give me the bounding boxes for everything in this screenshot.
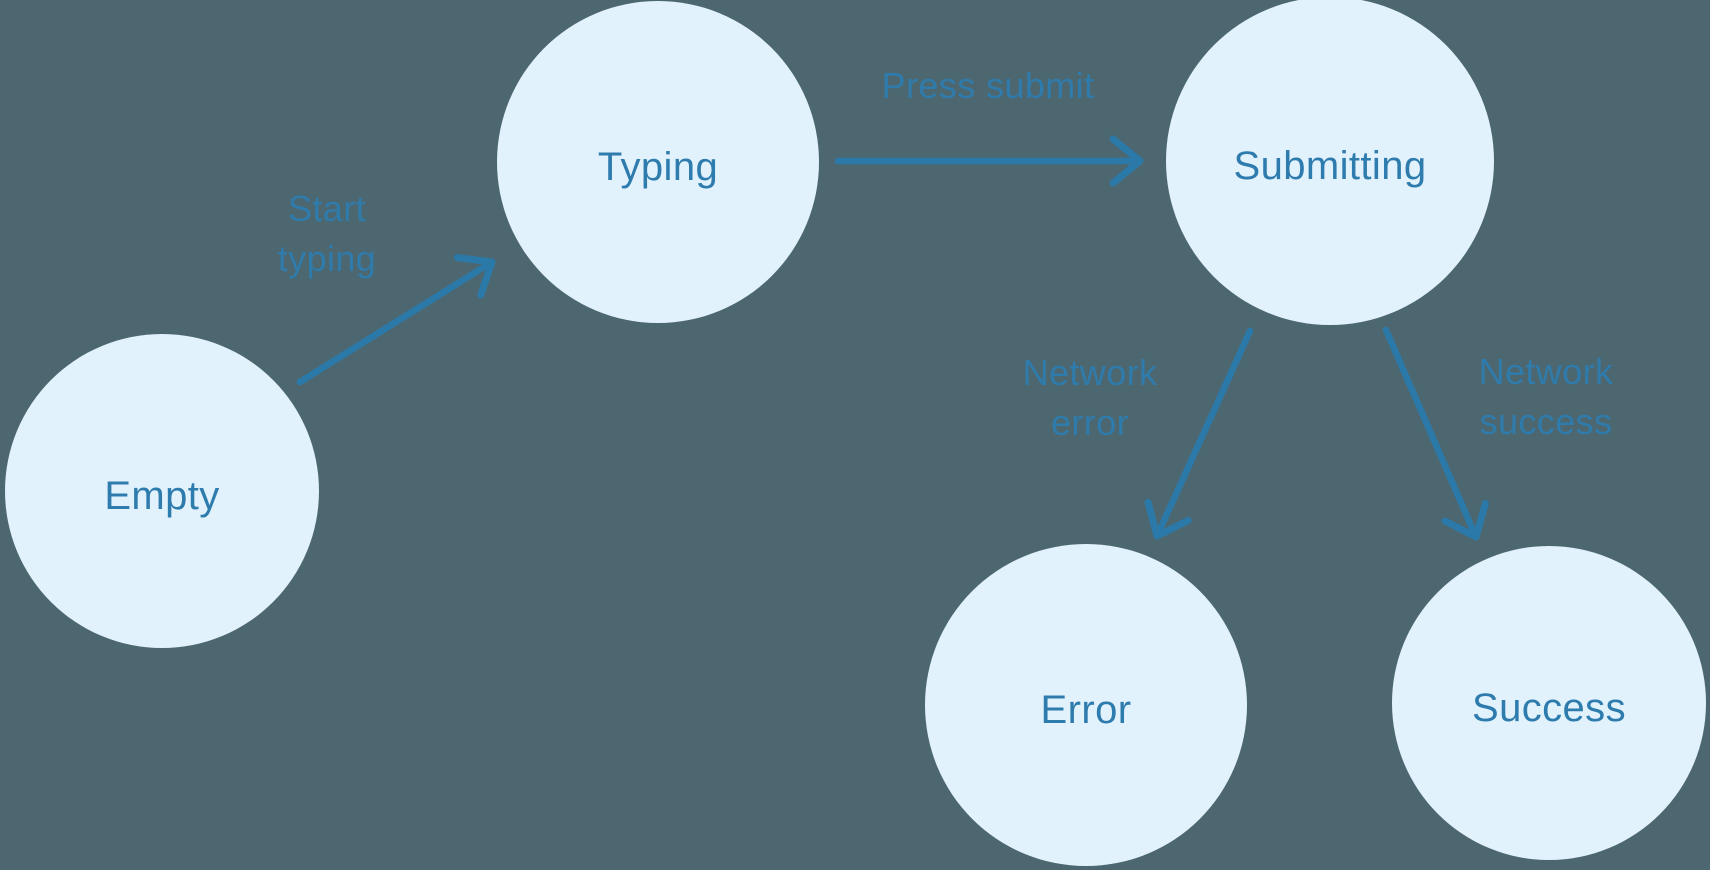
- edge-label-line: success: [1479, 401, 1613, 442]
- state-node-error: Error: [925, 544, 1247, 866]
- edge-label-press-submit: Press submit: [882, 61, 1095, 111]
- state-node-typing: Typing: [497, 1, 819, 323]
- state-node-label: Success: [1472, 685, 1626, 730]
- state-node-label: Submitting: [1233, 143, 1427, 188]
- edge-label-line: Network: [1478, 351, 1614, 392]
- state-node-label: Empty: [104, 473, 220, 518]
- state-node-success: Success: [1392, 546, 1706, 860]
- edge-label-start-typing: Start typing: [278, 184, 376, 284]
- state-node-label: Error: [1040, 687, 1132, 732]
- edge-network-error-arrow: [1144, 327, 1254, 540]
- edge-label-line: Network: [1022, 352, 1158, 393]
- edge-label-line: typing: [277, 238, 377, 279]
- edge-label-network-success: Network success: [1479, 347, 1614, 447]
- edge-start-typing-arrow: [296, 254, 496, 386]
- edge-label-line: error: [1050, 402, 1129, 443]
- state-node-empty: Empty: [5, 334, 319, 648]
- state-node-submitting: Submitting: [1166, 0, 1494, 325]
- state-node-label: Typing: [597, 144, 719, 189]
- edge-label-network-error: Network error: [1023, 348, 1158, 448]
- edge-network-success-arrow: [1382, 326, 1489, 541]
- edge-label-line: Start: [287, 188, 367, 229]
- edge-label-line: Press submit: [881, 65, 1095, 106]
